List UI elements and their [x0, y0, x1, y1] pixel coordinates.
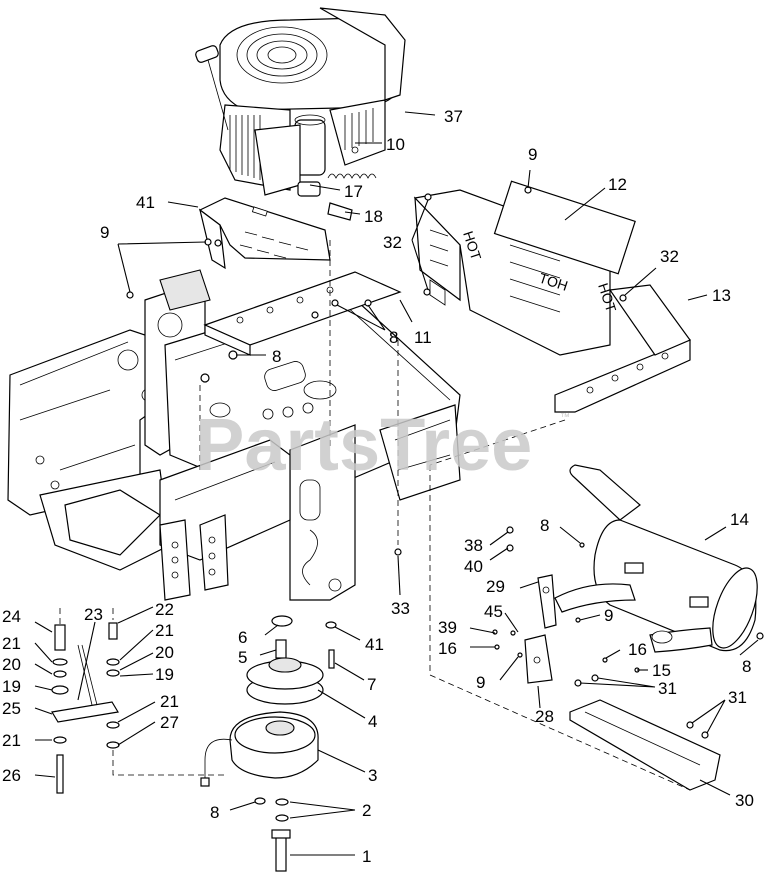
- callout-27: 27: [160, 713, 179, 732]
- idler-arm-drawing: [51, 608, 225, 794]
- callout-45: 45: [484, 602, 503, 621]
- callout-14: 14: [730, 510, 749, 529]
- callout-26: 26: [2, 766, 21, 785]
- callout-4: 4: [368, 712, 377, 731]
- callout-15: 15: [652, 661, 671, 680]
- callout-30: 30: [735, 791, 754, 810]
- callout-29: 29: [486, 577, 505, 596]
- callout-5: 5: [238, 648, 247, 667]
- callout-8-center: 8: [389, 328, 398, 347]
- callout-9-bracket: 9: [476, 673, 485, 692]
- callout-2: 2: [362, 801, 371, 820]
- callout-20-left: 20: [2, 655, 21, 674]
- callout-36: 37: [444, 107, 463, 126]
- skid-plate-drawing: [569, 699, 721, 791]
- rear-shield-drawing: TOH HOT HOT: [413, 180, 691, 413]
- callout-32-right: 32: [660, 247, 679, 266]
- callout-16-left: 16: [438, 639, 457, 658]
- callout-28: 28: [535, 707, 554, 726]
- callout-40: 40: [464, 557, 483, 576]
- callout-13: 13: [712, 286, 731, 305]
- callout-19-left: 19: [2, 677, 21, 696]
- callout-24: 24: [2, 607, 21, 626]
- callout-8-right: 8: [742, 657, 751, 676]
- callout-10: 10: [386, 135, 405, 154]
- callout-20-right: 20: [155, 643, 174, 662]
- muffler-drawing: [554, 464, 758, 653]
- callout-1: 1: [362, 847, 371, 866]
- heat-shield-41-drawing: [198, 197, 331, 270]
- callout-32-left: 32: [383, 233, 402, 252]
- callout-25: 25: [2, 699, 21, 718]
- callout-9-left: 9: [100, 223, 109, 242]
- watermark-text: PartsTree: [195, 403, 532, 486]
- leader-lines: [34, 111, 759, 856]
- callout-21-bottom: 21: [2, 731, 21, 750]
- clutch-pulley-drawing: [200, 615, 337, 872]
- callout-17: 17: [344, 182, 363, 201]
- callout-21-b: 21: [160, 692, 179, 711]
- callout-21-left: 21: [2, 634, 21, 653]
- callout-labels: 37 10 17 18 41 9 9 12 32 32 13 8 11 8 14…: [2, 107, 754, 866]
- callout-8-bottom: 8: [210, 803, 219, 822]
- callout-9-top: 9: [528, 145, 537, 164]
- engine-drawing: [195, 7, 406, 221]
- callout-16-right: 16: [628, 640, 647, 659]
- callout-33: 33: [391, 599, 410, 618]
- callout-41: 41: [136, 193, 155, 212]
- hardware-drawing: [126, 186, 764, 739]
- callout-21-a: 21: [155, 621, 174, 640]
- callout-7: 7: [367, 675, 376, 694]
- brackets-drawing: [524, 574, 557, 684]
- callout-39: 39: [438, 618, 457, 637]
- callout-3: 3: [368, 766, 377, 785]
- callout-31-left: 31: [658, 679, 677, 698]
- watermark-trademark: ™: [560, 412, 570, 423]
- callout-6: 6: [238, 628, 247, 647]
- callout-8-muffler: 8: [540, 516, 549, 535]
- callout-23: 23: [84, 605, 103, 624]
- main-frame-drawing: [7, 240, 691, 791]
- callout-18: 18: [364, 207, 383, 226]
- callout-8-frame: 8: [272, 347, 281, 366]
- callout-9-muffler: 9: [604, 606, 613, 625]
- callout-37: 41: [365, 635, 384, 654]
- callout-12: 12: [608, 175, 627, 194]
- callout-38: 38: [464, 536, 483, 555]
- callout-11: 11: [414, 328, 432, 347]
- callout-22: 22: [155, 600, 174, 619]
- callout-31-right: 31: [728, 688, 747, 707]
- callout-19-right: 19: [155, 665, 174, 684]
